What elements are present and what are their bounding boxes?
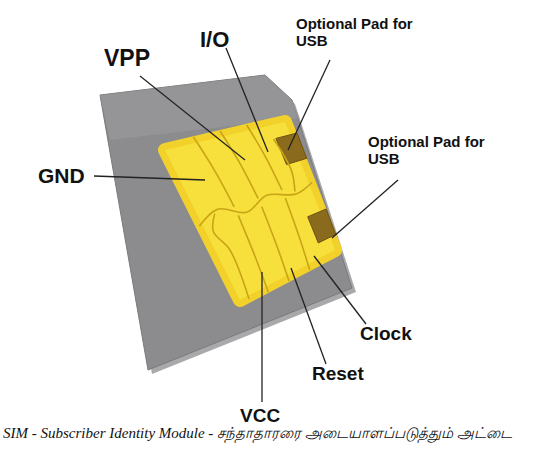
leader-line bbox=[314, 256, 366, 324]
contact-divider bbox=[247, 125, 282, 190]
pad-label: Optional Pad for USB bbox=[368, 134, 508, 167]
leader-line bbox=[94, 176, 205, 180]
chip-contact-area bbox=[165, 122, 335, 300]
pin-label: I/O bbox=[200, 28, 229, 52]
contact-divider bbox=[193, 137, 234, 207]
pin-label: Reset bbox=[312, 364, 364, 385]
leader-line bbox=[226, 48, 268, 152]
pin-label: VCC bbox=[240, 406, 280, 427]
sim-chip bbox=[165, 122, 336, 300]
pin-label: GND bbox=[38, 164, 85, 187]
leader-line bbox=[288, 60, 330, 150]
chip-highlight bbox=[165, 122, 335, 300]
contact-divider bbox=[285, 198, 309, 270]
contact-divider bbox=[274, 139, 295, 191]
sim-card bbox=[100, 75, 352, 370]
contact-divider bbox=[220, 131, 258, 198]
usb-pad bbox=[308, 209, 336, 243]
contact-divider bbox=[262, 207, 289, 281]
pin-label: Clock bbox=[360, 324, 412, 345]
leader-line bbox=[140, 76, 245, 160]
leader-lines bbox=[94, 48, 398, 402]
contact-divider bbox=[213, 214, 249, 299]
leader-line bbox=[332, 180, 398, 238]
leader-line bbox=[291, 268, 326, 364]
pad-label: Optional Pad for USB bbox=[296, 16, 436, 49]
figure-caption: SIM - Subscriber Identity Module - சந்தா… bbox=[3, 424, 543, 443]
leader-line bbox=[261, 272, 262, 402]
pin-label: VPP bbox=[104, 46, 150, 71]
